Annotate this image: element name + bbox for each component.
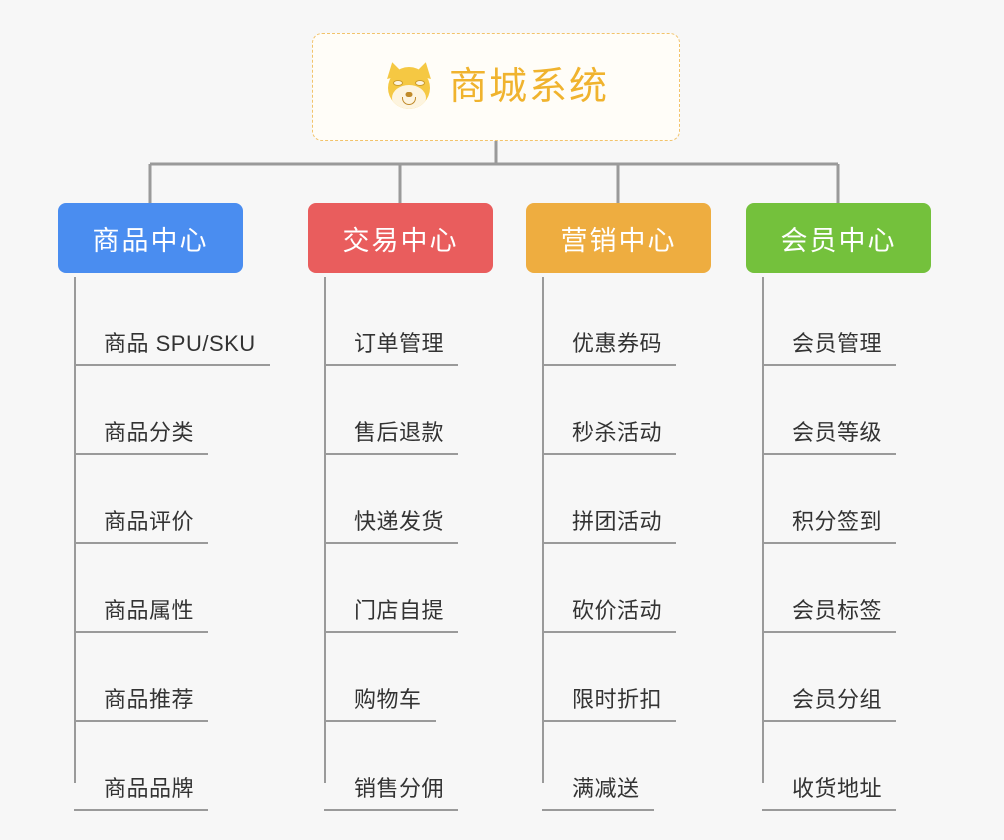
shiba-dog-face-icon: [383, 60, 435, 113]
branch-header-3[interactable]: 会员中心: [746, 203, 931, 273]
leaf-label: 购物车: [324, 682, 436, 722]
branch-header-label-2: 营销中心: [560, 225, 677, 256]
branch-column-商品中心: 商品中心 商品 SPU/SKU 商品分类 商品评价 商品属性 商品推荐 商品品牌: [58, 203, 308, 811]
leaf-label: 快递发货: [324, 504, 459, 544]
leaf-item[interactable]: 砍价活动: [526, 544, 734, 633]
branch-column-营销中心: 营销中心 优惠券码 秒杀活动 拼团活动 砍价活动 限时折扣 满减送: [526, 203, 734, 811]
leaf-label: 商品评价: [74, 504, 209, 544]
leaf-item[interactable]: 积分签到: [746, 455, 946, 544]
leaf-item[interactable]: 商品属性: [58, 544, 308, 633]
leaf-item[interactable]: 满减送: [526, 722, 734, 811]
leaf-list-2: 优惠券码 秒杀活动 拼团活动 砍价活动 限时折扣 满减送: [526, 273, 734, 811]
leaf-item[interactable]: 商品推荐: [58, 633, 308, 722]
leaf-label: 限时折扣: [542, 682, 677, 722]
branch-header-label-1: 交易中心: [342, 225, 459, 256]
leaf-label: 会员分组: [762, 682, 897, 722]
leaf-label: 售后退款: [324, 415, 459, 455]
branch-column-交易中心: 交易中心 订单管理 售后退款 快递发货 门店自提 购物车 销售分佣: [308, 203, 526, 811]
leaf-label: 满减送: [542, 771, 654, 811]
branch-spine-1: [324, 277, 326, 783]
root-title: 商城系统: [448, 66, 609, 108]
leaf-label: 优惠券码: [542, 326, 677, 366]
branch-header-label-0: 商品中心: [92, 225, 209, 256]
leaf-item[interactable]: 门店自提: [308, 544, 526, 633]
leaf-label: 商品品牌: [74, 771, 209, 811]
branch-spine-3: [762, 277, 764, 783]
leaf-list-0: 商品 SPU/SKU 商品分类 商品评价 商品属性 商品推荐 商品品牌: [58, 273, 308, 811]
leaf-item[interactable]: 收货地址: [746, 722, 946, 811]
leaf-list-1: 订单管理 售后退款 快递发货 门店自提 购物车 销售分佣: [308, 273, 526, 811]
leaf-label: 商品属性: [74, 593, 209, 633]
leaf-list-3: 会员管理 会员等级 积分签到 会员标签 会员分组 收货地址: [746, 273, 946, 811]
branch-header-2[interactable]: 营销中心: [526, 203, 711, 273]
leaf-item[interactable]: 销售分佣: [308, 722, 526, 811]
leaf-label: 商品 SPU/SKU: [74, 326, 270, 366]
leaf-label: 拼团活动: [542, 504, 677, 544]
branch-header-1[interactable]: 交易中心: [308, 203, 493, 273]
leaf-label: 商品分类: [74, 415, 209, 455]
leaf-item[interactable]: 商品 SPU/SKU: [58, 277, 308, 366]
leaf-item[interactable]: 售后退款: [308, 366, 526, 455]
leaf-item[interactable]: 商品品牌: [58, 722, 308, 811]
leaf-item[interactable]: 优惠券码: [526, 277, 734, 366]
leaf-label: 订单管理: [324, 326, 459, 366]
leaf-label: 商品推荐: [74, 682, 209, 722]
leaf-label: 销售分佣: [324, 771, 459, 811]
leaf-item[interactable]: 购物车: [308, 633, 526, 722]
leaf-item[interactable]: 商品分类: [58, 366, 308, 455]
leaf-label: 会员标签: [762, 593, 897, 633]
branch-column-会员中心: 会员中心 会员管理 会员等级 积分签到 会员标签 会员分组 收货地址: [746, 203, 946, 811]
leaf-item[interactable]: 订单管理: [308, 277, 526, 366]
leaf-item[interactable]: 秒杀活动: [526, 366, 734, 455]
leaf-item[interactable]: 会员管理: [746, 277, 946, 366]
branch-header-label-3: 会员中心: [780, 225, 897, 256]
branch-spine-0: [74, 277, 76, 783]
leaf-label: 收货地址: [762, 771, 897, 811]
leaf-label: 砍价活动: [542, 593, 677, 633]
leaf-item[interactable]: 会员分组: [746, 633, 946, 722]
leaf-item[interactable]: 快递发货: [308, 455, 526, 544]
root-node[interactable]: 商城系统: [312, 33, 680, 141]
branch-spine-2: [542, 277, 544, 783]
leaf-label: 会员等级: [762, 415, 897, 455]
leaf-label: 积分签到: [762, 504, 897, 544]
leaf-item[interactable]: 会员标签: [746, 544, 946, 633]
leaf-item[interactable]: 拼团活动: [526, 455, 734, 544]
leaf-item[interactable]: 限时折扣: [526, 633, 734, 722]
leaf-item[interactable]: 商品评价: [58, 455, 308, 544]
leaf-item[interactable]: 会员等级: [746, 366, 946, 455]
leaf-label: 秒杀活动: [542, 415, 677, 455]
branch-header-0[interactable]: 商品中心: [58, 203, 243, 273]
leaf-label: 会员管理: [762, 326, 897, 366]
leaf-label: 门店自提: [324, 593, 459, 633]
